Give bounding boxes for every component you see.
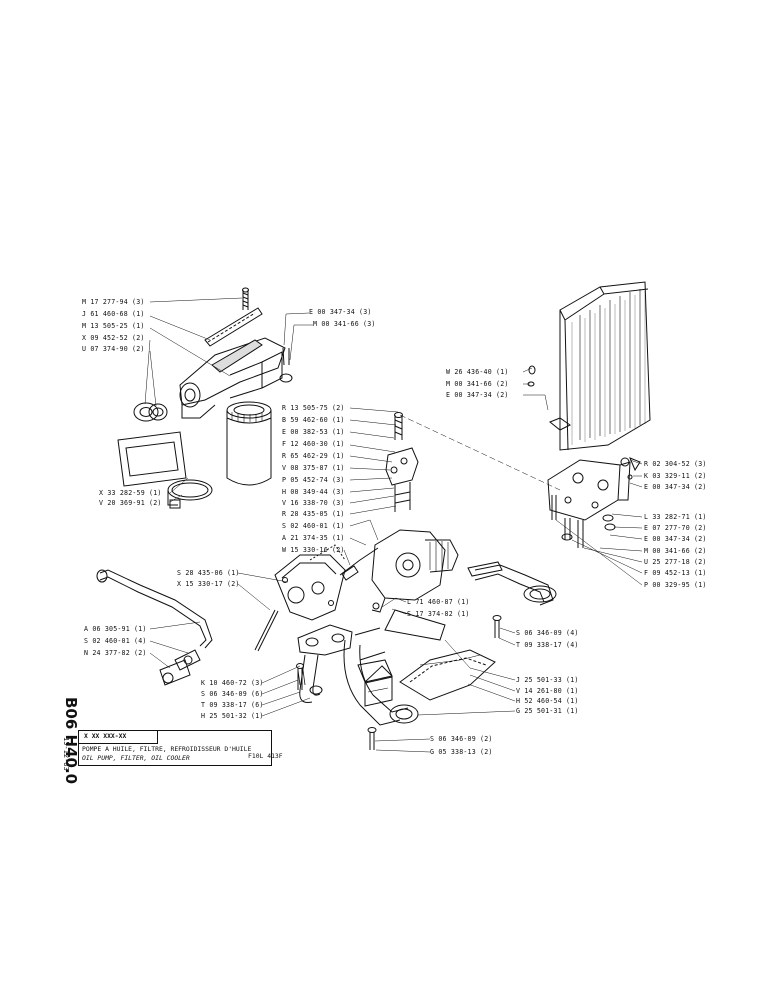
oil-pump-drawing: [339, 529, 459, 613]
part-label: E 00 347-34 (3): [309, 308, 372, 316]
part-label: H 00 349-44 (3): [282, 488, 345, 496]
part-label: L 71 460-87 (1): [407, 598, 470, 606]
pressure-valve-drawing: [385, 412, 419, 512]
part-label: F 09 452-13 (1): [644, 569, 707, 577]
part-label: M 17 277-94 (3): [82, 298, 145, 306]
part-label: S 02 460-01 (1): [282, 522, 345, 530]
part-label: M 00 341-66 (2): [644, 547, 707, 555]
model-code: F10L 413F: [248, 752, 283, 760]
title-french: POMPE A HUILE, FILTRE, REFROIDISSEUR D'H…: [82, 745, 252, 753]
part-label: U 07 374-90 (2): [82, 345, 145, 353]
part-label: K 10 460-72 (3): [201, 679, 264, 687]
part-label: S 28 435-06 (1): [177, 569, 240, 577]
part-label: R 65 462-29 (1): [282, 452, 345, 460]
part-label: R 28 435-05 (1): [282, 510, 345, 518]
part-label: E 07 277-70 (2): [644, 524, 707, 532]
part-label: E 00 347-34 (2): [644, 483, 707, 491]
part-label: G 25 501-31 (1): [516, 707, 579, 715]
part-label: B 59 462-60 (1): [282, 416, 345, 424]
part-label: K 03 329-11 (2): [644, 472, 707, 480]
part-label: H 25 501-32 (1): [201, 712, 264, 720]
title-block-code-cell: [78, 730, 158, 744]
part-label: A 21 374-35 (1): [282, 534, 345, 542]
part-label: S 06 346-09 (2): [430, 735, 493, 743]
pump-housing-left-drawing: [254, 544, 346, 652]
part-label: E 00 382-53 (1): [282, 428, 345, 436]
part-label: N 24 377-82 (2): [84, 649, 147, 657]
part-label: G 05 338-13 (2): [430, 748, 493, 756]
part-label: E 00 347-34 (2): [644, 535, 707, 543]
part-label: P 00 329-95 (1): [644, 581, 707, 589]
part-label: R 02 304-52 (3): [644, 460, 707, 468]
suction-pipe-left-drawing: [297, 624, 353, 703]
part-label: W 26 436-40 (1): [446, 368, 509, 376]
suction-pipe-drawing: [343, 561, 557, 726]
leader-lines: [144, 297, 643, 753]
part-label: U 25 277-18 (2): [644, 558, 707, 566]
part-label: E 00 347-34 (2): [446, 391, 509, 399]
part-label: X 09 452-52 (2): [82, 334, 145, 342]
part-label: P 05 452-74 (3): [282, 476, 345, 484]
part-label: V 16 338-70 (3): [282, 499, 345, 507]
title-block-code: X XX XXX-XX: [84, 732, 127, 740]
part-label: S 02 460-01 (4): [84, 637, 147, 645]
filter-head-drawing: [117, 287, 293, 509]
oil-cooler-drawing: [527, 281, 651, 548]
part-label: V 08 375-87 (1): [282, 464, 345, 472]
part-label: L 33 282-71 (1): [644, 513, 707, 521]
part-label: V 14 261-80 (1): [516, 687, 579, 695]
part-label: A 06 305-91 (1): [84, 625, 147, 633]
part-label: J 61 460-68 (1): [82, 310, 145, 318]
small-parts-drawing: [296, 615, 502, 750]
part-label: M 00 341-66 (2): [446, 380, 509, 388]
part-label: M 00 341-66 (3): [313, 320, 376, 328]
part-label: W 15 330-16 (2): [282, 546, 345, 554]
part-label: V 20 369-91 (2): [99, 499, 162, 507]
part-label: R 13 505-75 (2): [282, 404, 345, 412]
part-label: T 09 338-17 (6): [201, 701, 264, 709]
part-label: X 15 330-17 (2): [177, 580, 240, 588]
drawing-date: 15-12-83: [62, 737, 70, 771]
part-label: X 33 282-59 (1): [99, 489, 162, 497]
part-label: S 06 346-09 (6): [201, 690, 264, 698]
part-label: F 12 460-30 (1): [282, 440, 345, 448]
part-label: J 25 501-33 (1): [516, 676, 579, 684]
part-label: S 06 346-09 (4): [516, 629, 579, 637]
title-block: [78, 730, 272, 766]
oil-pipe-drawing: [96, 569, 213, 686]
part-label: H 52 460-54 (1): [516, 697, 579, 705]
part-label: M 13 505-25 (1): [82, 322, 145, 330]
part-label: S 17 374-82 (1): [407, 610, 470, 618]
title-english: OIL PUMP, FILTER, OIL COOLER: [82, 754, 190, 762]
part-label: T 09 338-17 (4): [516, 641, 579, 649]
